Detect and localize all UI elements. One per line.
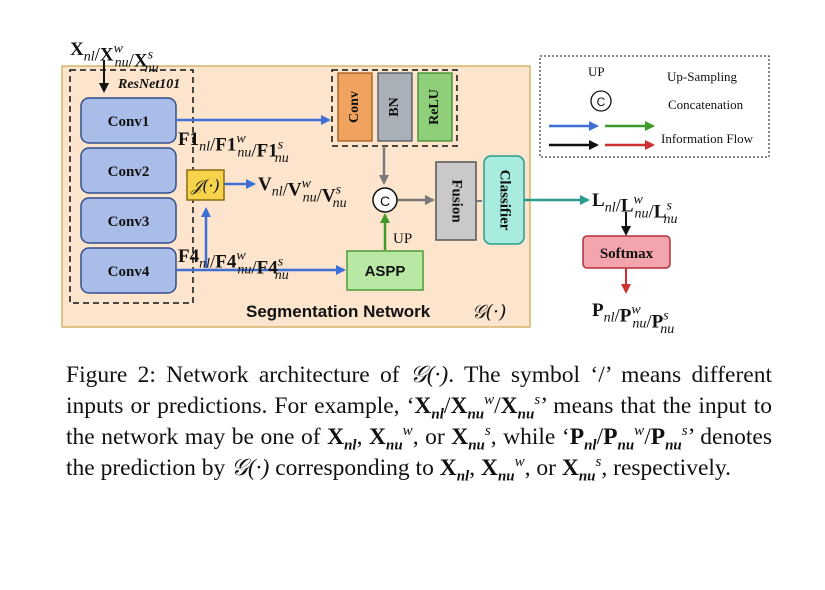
head-block-conv-label: Conv (347, 91, 362, 123)
head-block-relu-label: ReLU (427, 89, 442, 125)
caption-p-nu-s: Pnu (650, 424, 682, 454)
segmentation-network-symbol: 𝒢(·) (472, 301, 506, 323)
segmentation-network-title: Segmentation Network (246, 302, 431, 321)
fusion-label: Fusion (449, 179, 465, 223)
head-block-relu: ReLU (417, 72, 453, 142)
up-label: UP (393, 231, 412, 247)
caption-s8: , respectively. (601, 455, 732, 481)
head-block-relu-rect (417, 72, 453, 142)
figure-caption: Figure 2: Network architecture of 𝒢(·). … (66, 362, 773, 485)
head-group-box (331, 69, 458, 147)
caption-s6: corresponding to (269, 455, 440, 481)
conv-block-1-label: Conv1 (108, 114, 150, 130)
conv-block-3: Conv3 (80, 197, 177, 244)
legend-upsampling-text: Up-Sampling (667, 69, 738, 84)
caption-s4: , while ‘ (490, 424, 570, 450)
legend-concat-circle (590, 90, 612, 112)
classifier-label: Classifier (497, 170, 513, 231)
caption-s2: ’ means that the input to the network ma… (66, 393, 772, 450)
legend-up-text: UP (588, 64, 605, 79)
resnet101-label: ResNet101 (117, 77, 180, 92)
j-block (186, 169, 225, 201)
caption-x-nu-w-2: Xnu (369, 424, 403, 454)
j-block-label: 𝒥(·) (190, 176, 220, 195)
caption-prefix: Figure 2: Network architecture of (66, 362, 410, 388)
conv-block-4-rect (80, 247, 177, 294)
caption-s3: , or (412, 424, 452, 450)
caption-x-nu-s: Xnu (500, 393, 535, 423)
head-block-conv-rect (337, 72, 373, 142)
caption-g-symbol: 𝒢(·) (409, 362, 449, 388)
fusion-block (435, 161, 477, 241)
conv-block-2-label: Conv2 (108, 164, 150, 180)
legend-concat-symbol: C (597, 95, 606, 109)
caption-g-symbol-2: 𝒢(·) (231, 455, 270, 481)
conv-block-1: Conv1 (80, 97, 177, 144)
caption-p-nl: Pnl (569, 424, 597, 454)
segmentation-network-label: Segmentation Network 𝒢(·) (246, 301, 506, 323)
concat-circle (372, 187, 398, 213)
conv-block-1-rect (80, 97, 177, 144)
conv-block-4-label: Conv4 (108, 264, 150, 280)
caption-x-nl-2: Xnl (327, 424, 357, 454)
legend-information-flow-text: Information Flow (661, 131, 754, 146)
caption-x-nl: Xnl (414, 393, 444, 423)
head-block-bn: BN (377, 72, 413, 142)
conv-block-4: Conv4 (80, 247, 177, 294)
caption-p-nu-w: Pnu (603, 424, 635, 454)
caption-s1: . The symbol ‘/’ means different inputs … (66, 362, 772, 419)
head-block-bn-rect (377, 72, 413, 142)
resnet101-box (69, 69, 194, 304)
caption-x-nu-w-3: Xnu (480, 455, 515, 485)
head-block-bn-label: BN (387, 97, 402, 116)
conv-block-2: Conv2 (80, 147, 177, 194)
concat-symbol: C (380, 193, 390, 209)
caption-x-nl-3: Xnl (439, 455, 470, 485)
aspp-block (346, 250, 424, 291)
caption-s5: ’ denotes the prediction by (66, 424, 773, 481)
conv-block-3-rect (80, 197, 177, 244)
softmax-label: Softmax (600, 246, 654, 262)
conv-block-2-rect (80, 147, 177, 194)
caption-x-nu-w: Xnu (450, 393, 485, 423)
head-block-conv: Conv (337, 72, 373, 142)
caption-x-nu-s-2: Xnu (451, 424, 485, 454)
conv-block-3-label: Conv3 (108, 214, 150, 230)
legend-concatenation-text: Concatenation (668, 97, 744, 112)
caption-s7: , or (524, 455, 562, 481)
aspp-label: ASPP (365, 263, 406, 280)
caption-x-nu-s-3: Xnu (561, 455, 596, 485)
